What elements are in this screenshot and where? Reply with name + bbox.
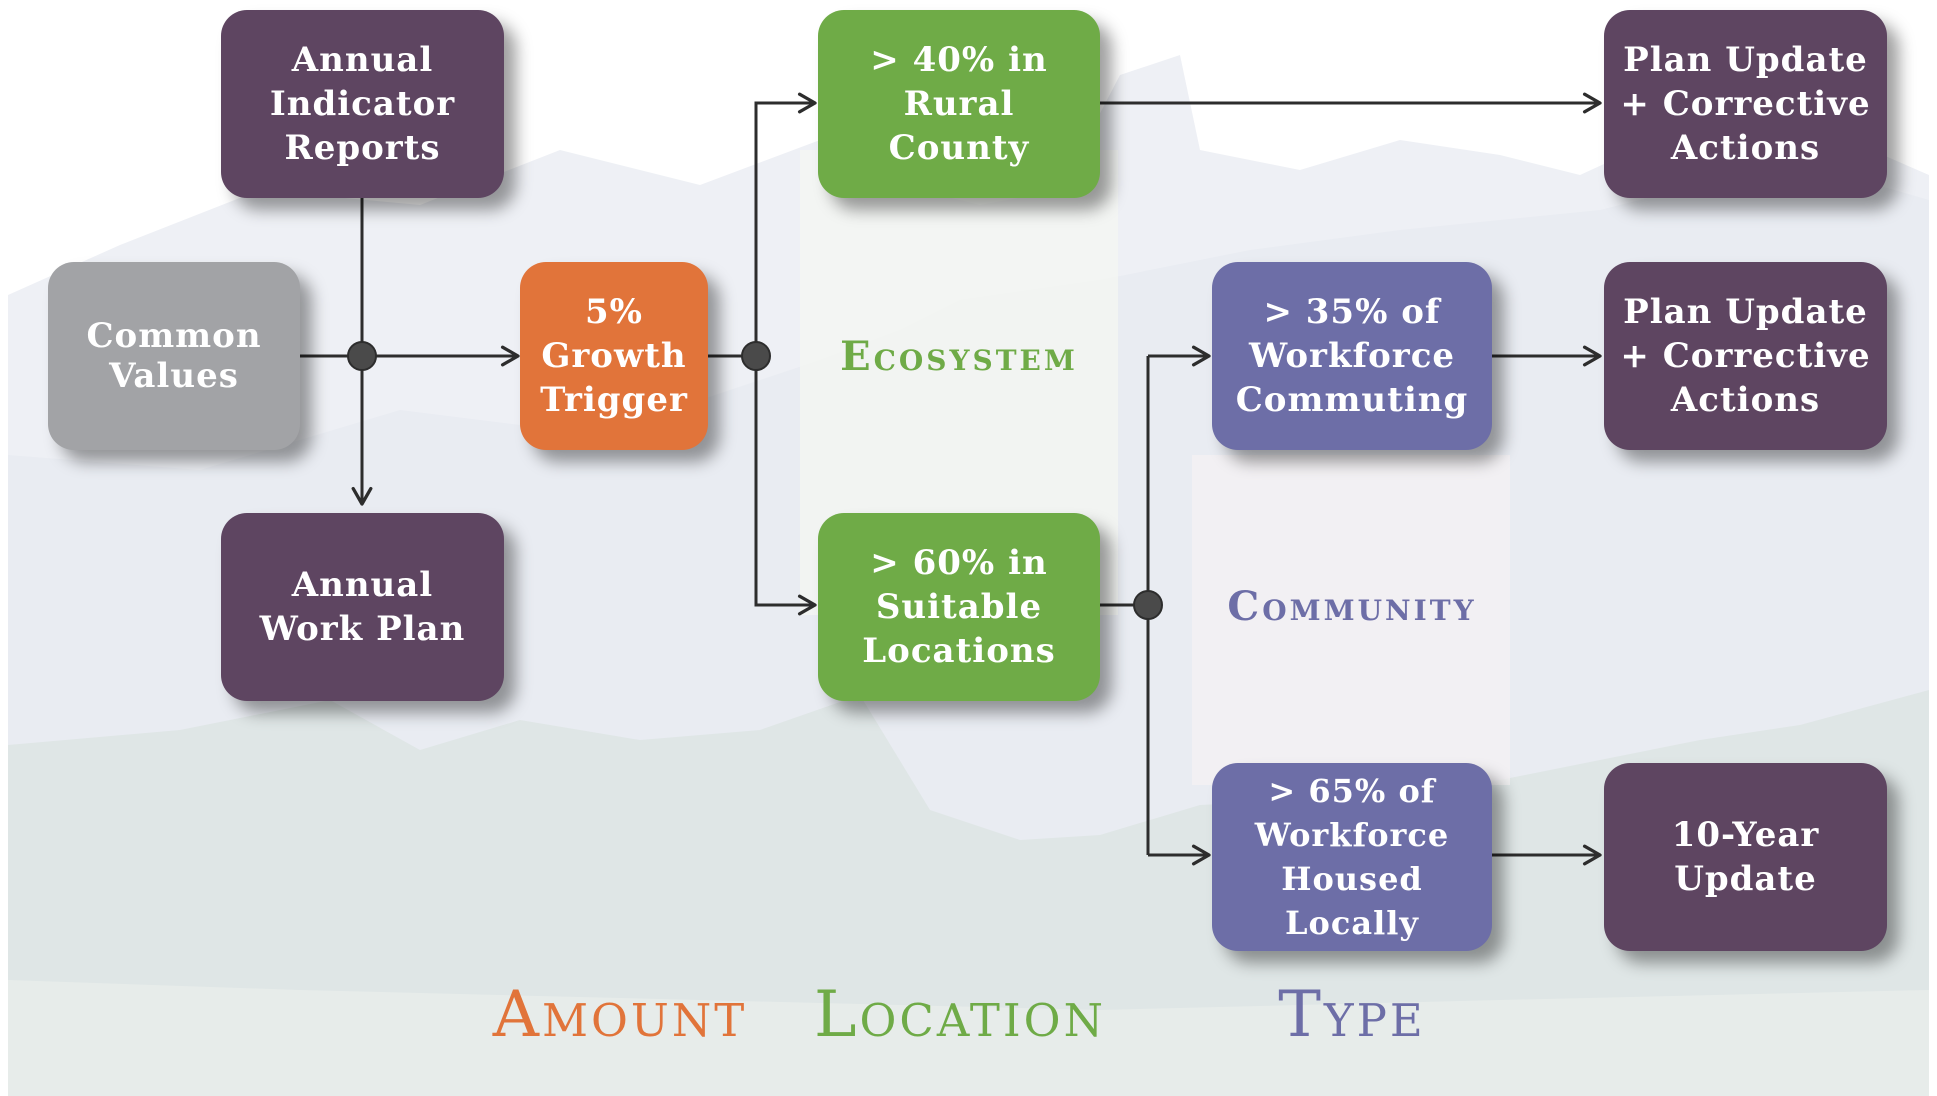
box-workforce-commuting-text: > 35% of Workforce Commuting (1235, 292, 1469, 420)
box-rural-county-text: > 40% in Rural County (870, 40, 1048, 168)
box-rural-county: > 40% in Rural County (818, 10, 1100, 198)
junction-dots (347, 341, 1163, 620)
column-label-location: Location (814, 978, 1106, 1052)
box-plan-update-top: Plan Update + Corrective Actions (1604, 10, 1887, 198)
box-growth-trigger-text: 5% Growth Trigger (540, 292, 688, 420)
box-workforce-housed-locally-text: > 65% of Workforce Housed Locally (1254, 772, 1450, 942)
box-plan-update-middle-text: Plan Update + Corrective Actions (1620, 292, 1871, 420)
box-plan-update-middle: Plan Update + Corrective Actions (1604, 262, 1887, 450)
box-suitable-locations-text: > 60% in Suitable Locations (862, 543, 1056, 671)
box-suitable-locations: > 60% in Suitable Locations (818, 513, 1100, 701)
box-workforce-housed-locally: > 65% of Workforce Housed Locally (1212, 763, 1492, 951)
column-label-amount: Amount (492, 978, 748, 1052)
box-plan-update-top-text: Plan Update + Corrective Actions (1620, 40, 1871, 168)
box-common-values: Common Values (48, 262, 300, 450)
box-annual-work-plan: Annual Work Plan (221, 513, 504, 701)
column-label-type: Type (1278, 978, 1426, 1052)
junction-dot-suitable (1133, 590, 1163, 620)
box-workforce-commuting: > 35% of Workforce Commuting (1212, 262, 1492, 450)
band-label-ecosystem: Ecosystem (840, 333, 1078, 380)
band-label-community: Community (1227, 583, 1477, 630)
box-ten-year-update: 10-Year Update (1604, 763, 1887, 951)
junction-dot-growth (741, 341, 771, 371)
junction-dot-values (347, 341, 377, 371)
box-common-values-text: Common Values (86, 316, 262, 396)
box-annual-work-plan-text: Annual Work Plan (259, 565, 466, 649)
box-annual-indicator-reports: Annual Indicator Reports (221, 10, 504, 198)
box-growth-trigger: 5% Growth Trigger (520, 262, 708, 450)
box-annual-indicator-reports-text: Annual Indicator Reports (269, 40, 456, 168)
box-ten-year-update-text: 10-Year Update (1671, 815, 1820, 899)
